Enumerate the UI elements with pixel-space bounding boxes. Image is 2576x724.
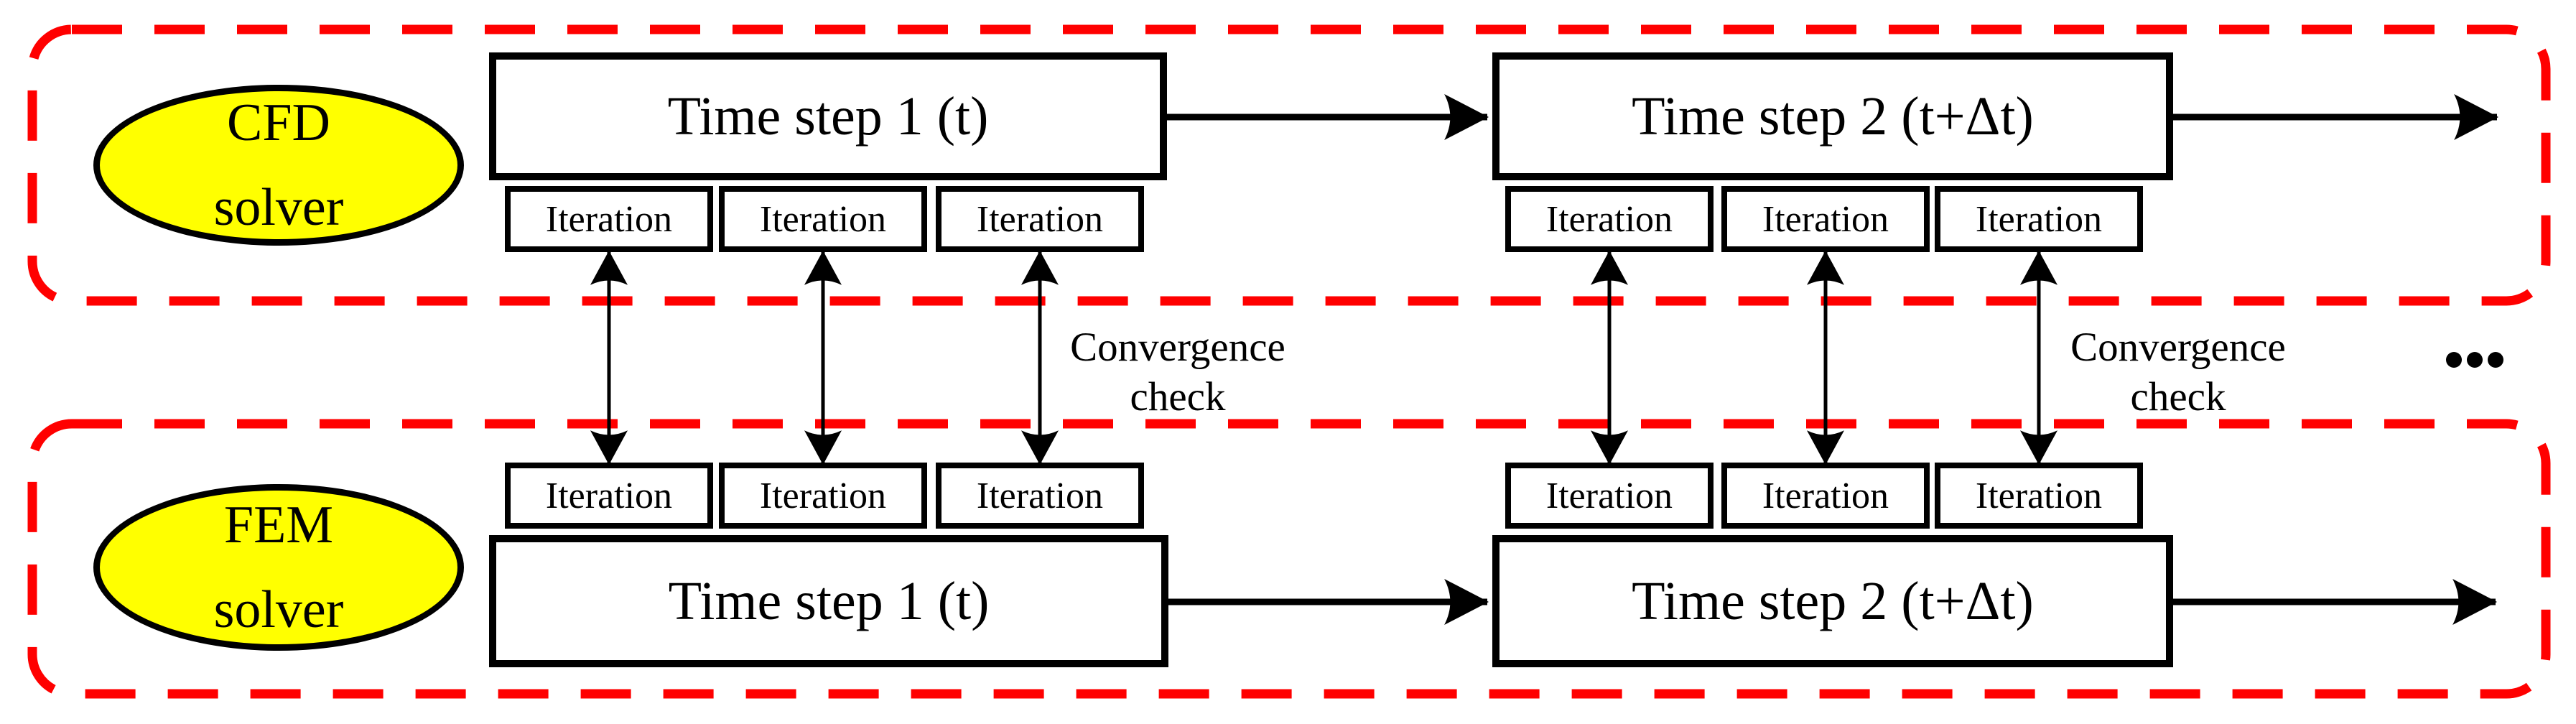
fem-solver-ellipse: FEM solver: [93, 484, 464, 651]
cfd-region-dashed-border: [27, 24, 2551, 306]
convergence-check-line2: check: [2130, 374, 2226, 419]
cfd-ts2-iteration2-box: Iteration: [1721, 186, 1930, 252]
fem-solver-label-line2: solver: [213, 580, 344, 639]
fem-ts2-iteration2-box: Iteration: [1721, 463, 1930, 529]
cfd-ts1-iteration2-box: Iteration: [719, 186, 927, 252]
convergence-check-line1: Convergence: [2070, 325, 2286, 370]
cfd-ts2-iteration3-box: Iteration: [1935, 186, 2143, 252]
fem-ts2-iteration1-box: Iteration: [1505, 463, 1714, 529]
cfd-timestep1-box: Time step 1 (t): [489, 52, 1167, 180]
cfd-ts2-iteration1-box: Iteration: [1505, 186, 1714, 252]
fem-solver-label-line1: FEM: [223, 496, 334, 554]
convergence-check-line2: check: [1130, 374, 1226, 419]
fem-ts1-iteration3-box: Iteration: [936, 463, 1144, 529]
fem-ts1-iteration2-box: Iteration: [719, 463, 927, 529]
continuation-ellipsis-icon: [2446, 352, 2503, 368]
fem-ts1-iteration1-box: Iteration: [505, 463, 713, 529]
convergence-check-label-ts2: Convergence check: [2013, 322, 2343, 422]
convergence-check-line1: Convergence: [1070, 325, 1285, 370]
ellipsis-dot: [2446, 352, 2462, 368]
fem-region-dashed-border: [27, 419, 2551, 699]
fem-timestep2-box: Time step 2 (t+Δt): [1492, 535, 2173, 667]
ellipsis-dot: [2467, 352, 2483, 368]
cfd-ts1-iteration3-box: Iteration: [936, 186, 1144, 252]
fem-ts2-iteration3-box: Iteration: [1935, 463, 2143, 529]
convergence-check-label-ts1: Convergence check: [1013, 322, 1343, 422]
cfd-solver-label-line1: CFD: [227, 93, 330, 152]
cfd-timestep2-box: Time step 2 (t+Δt): [1492, 52, 2173, 180]
cfd-ts1-iteration1-box: Iteration: [505, 186, 713, 252]
cfd-solver-label-line2: solver: [213, 178, 344, 237]
ellipsis-dot: [2488, 352, 2503, 368]
cfd-solver-ellipse: CFD solver: [93, 85, 464, 246]
fem-timestep1-box: Time step 1 (t): [489, 535, 1168, 667]
